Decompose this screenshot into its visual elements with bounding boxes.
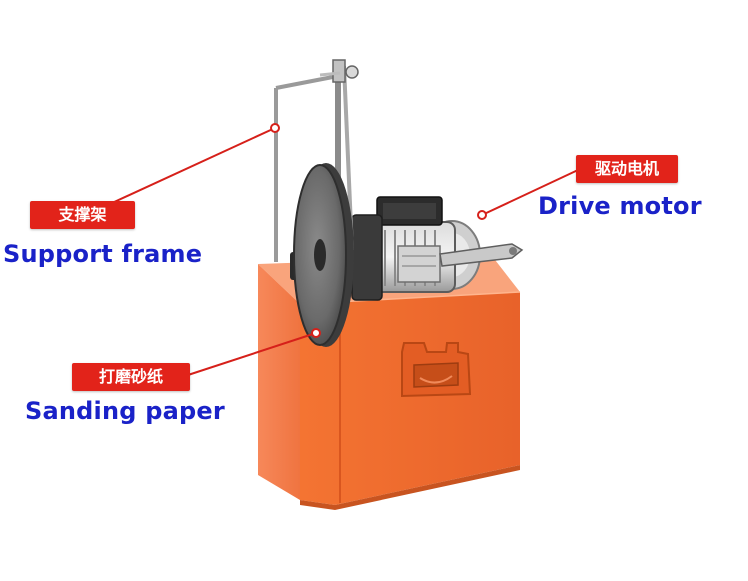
callout-dot-support: [270, 123, 280, 133]
box-left-face: [258, 264, 300, 500]
callout-lines: [111, 123, 579, 376]
support-frame-label-en: Support frame: [3, 240, 203, 268]
box-front-face: [300, 292, 520, 505]
callout-line-support: [111, 127, 276, 204]
drive-motor-label-cn: 驱动电机: [576, 155, 678, 183]
sanding-paper-label-cn: 打磨砂纸: [72, 363, 190, 391]
sanding-paper-label-en: Sanding paper: [25, 397, 225, 425]
callout-dot-sanding: [311, 328, 321, 338]
drive-motor-label-en: Drive motor: [538, 192, 702, 220]
box-handle: [401, 342, 472, 398]
callout-line-sanding: [187, 332, 317, 376]
support-frame-label-cn: 支撑架: [30, 201, 135, 229]
callout-dot-motor: [477, 210, 487, 220]
sanding-disc: [293, 163, 354, 347]
drive-motor: [351, 196, 524, 301]
callout-line-motor: [481, 169, 579, 216]
